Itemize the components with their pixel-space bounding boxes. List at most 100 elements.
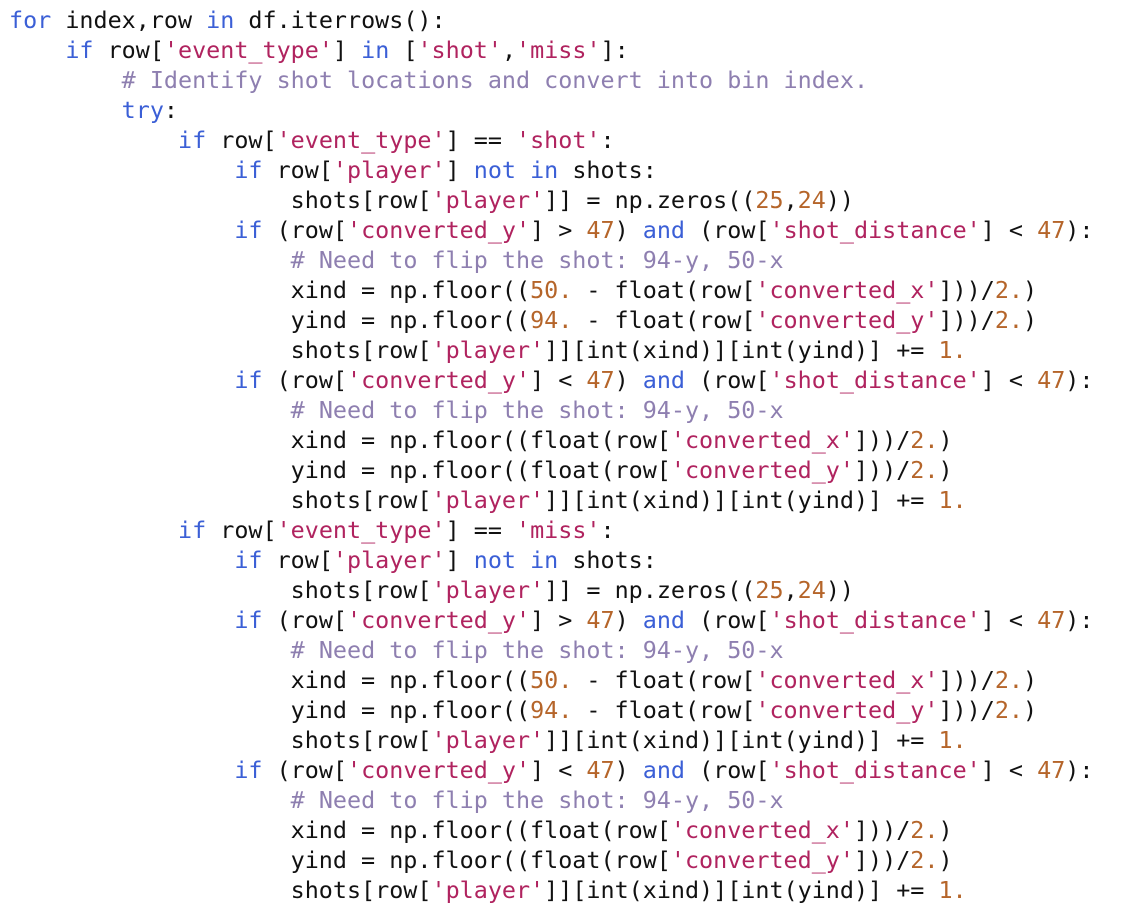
code-text: ]] = np.zeros((	[544, 186, 756, 214]
code-text: [	[389, 36, 418, 64]
code-keyword: if	[178, 126, 207, 154]
code-text: ,	[783, 576, 798, 604]
code-line: try:	[9, 95, 1093, 125]
code-string: 'player'	[431, 186, 545, 214]
code-keyword: if	[234, 606, 263, 634]
code-text: ,	[501, 36, 517, 64]
code-text: )	[614, 606, 643, 634]
code-text: ))	[825, 576, 855, 604]
code-string: 'shot_distance'	[769, 366, 981, 394]
code-keyword: try	[121, 96, 164, 124]
code-text: ]))/	[938, 666, 995, 694]
code-line: shots[row['player']][int(xind)][int(yind…	[9, 485, 1093, 515]
code-line: xind = np.floor((50. - float(row['conver…	[9, 665, 1093, 695]
code-text: shots:	[558, 546, 657, 574]
code-number: 2.	[994, 276, 1023, 304]
code-text	[9, 546, 234, 574]
code-text: (row[	[685, 216, 770, 244]
code-string: 'event_type'	[276, 126, 446, 154]
code-string: 'shot'	[516, 126, 601, 154]
code-text: ]:	[600, 36, 629, 64]
code-keyword: if	[234, 546, 263, 574]
code-comment: # Need to flip the shot: 94-y, 50-x	[290, 246, 784, 274]
code-keyword: if	[65, 36, 94, 64]
code-string: 'converted_y'	[670, 456, 854, 484]
code-string: 'converted_y'	[755, 306, 939, 334]
code-number: 2.	[910, 846, 939, 874]
code-text: ]][int(xind)][int(yind)] +=	[544, 726, 939, 754]
code-text: row[	[262, 156, 333, 184]
code-keyword: if	[234, 216, 263, 244]
code-line: if row['event_type'] == 'shot':	[9, 125, 1093, 155]
code-comment: # Identify shot locations and convert in…	[121, 66, 869, 94]
code-text: ] ==	[445, 126, 517, 154]
code-line: xind = np.floor((float(row['converted_x'…	[9, 425, 1093, 455]
code-string: 'converted_y'	[347, 216, 531, 244]
code-string: 'event_type'	[163, 36, 333, 64]
code-string: 'shot_distance'	[769, 216, 981, 244]
code-comment: # Need to flip the shot: 94-y, 50-x	[290, 636, 784, 664]
code-line: shots[row['player']][int(xind)][int(yind…	[9, 725, 1093, 755]
code-text: yind = np.floor((	[9, 306, 531, 334]
code-number: 2.	[994, 306, 1023, 334]
code-keyword: if	[234, 756, 263, 784]
code-text: )	[938, 846, 953, 874]
code-text: ):	[1065, 366, 1094, 394]
code-text: ] >	[530, 216, 587, 244]
code-text: row[	[206, 516, 277, 544]
code-text	[9, 756, 234, 784]
code-text: xind = np.floor((float(row[	[9, 816, 671, 844]
code-text	[9, 366, 234, 394]
code-number: 2.	[994, 696, 1023, 724]
code-number: 47	[1037, 216, 1066, 244]
code-text: ] <	[980, 756, 1038, 784]
code-text: )	[938, 426, 953, 454]
code-text	[9, 786, 291, 814]
code-text: shots[row[	[9, 486, 432, 514]
code-text: )	[938, 816, 953, 844]
code-text: - float(row[	[572, 696, 756, 724]
code-text: (row[	[685, 756, 770, 784]
code-string: 'shot'	[417, 36, 502, 64]
code-text: (row[	[262, 756, 347, 784]
code-text: )	[1022, 696, 1038, 724]
code-text: ]	[332, 36, 362, 64]
code-line: yind = np.floor((94. - float(row['conver…	[9, 305, 1093, 335]
code-text	[9, 126, 178, 154]
code-keyword: if	[178, 516, 207, 544]
code-keyword: not in	[473, 156, 559, 184]
code-text: ]))/	[853, 426, 911, 454]
code-number: 25	[755, 576, 784, 604]
code-text: :	[163, 96, 179, 124]
code-text	[9, 216, 234, 244]
code-text: ):	[1065, 606, 1094, 634]
code-text: shots[row[	[9, 336, 432, 364]
code-text: ] <	[530, 756, 587, 784]
code-string: 'player'	[431, 336, 545, 364]
code-text: ]][int(xind)][int(yind)] +=	[544, 876, 939, 904]
code-line: if row['event_type'] in ['shot','miss']:	[9, 35, 1093, 65]
code-line: # Need to flip the shot: 94-y, 50-x	[9, 245, 1093, 275]
code-number: 47	[1037, 756, 1066, 784]
code-string: 'converted_y'	[755, 696, 939, 724]
code-string: 'event_type'	[276, 516, 446, 544]
code-text	[9, 516, 178, 544]
code-keyword: if	[234, 366, 263, 394]
code-keyword: and	[642, 216, 686, 244]
code-text: ]))/	[853, 816, 911, 844]
code-line: # Need to flip the shot: 94-y, 50-x	[9, 635, 1093, 665]
code-line: xind = np.floor((50. - float(row['conver…	[9, 275, 1093, 305]
code-text: ]	[445, 546, 474, 574]
code-string: 'converted_x'	[670, 426, 854, 454]
code-line: if row['player'] not in shots:	[9, 545, 1093, 575]
code-number: 47	[586, 216, 615, 244]
code-text: )	[614, 756, 643, 784]
code-text: ]] = np.zeros((	[544, 576, 756, 604]
code-number: 1.	[938, 876, 967, 904]
code-text: shots[row[	[9, 576, 432, 604]
code-text	[9, 66, 122, 94]
code-keyword: in	[361, 36, 390, 64]
code-keyword: and	[642, 756, 686, 784]
code-text: row[	[93, 36, 164, 64]
code-keyword: for	[9, 6, 52, 34]
